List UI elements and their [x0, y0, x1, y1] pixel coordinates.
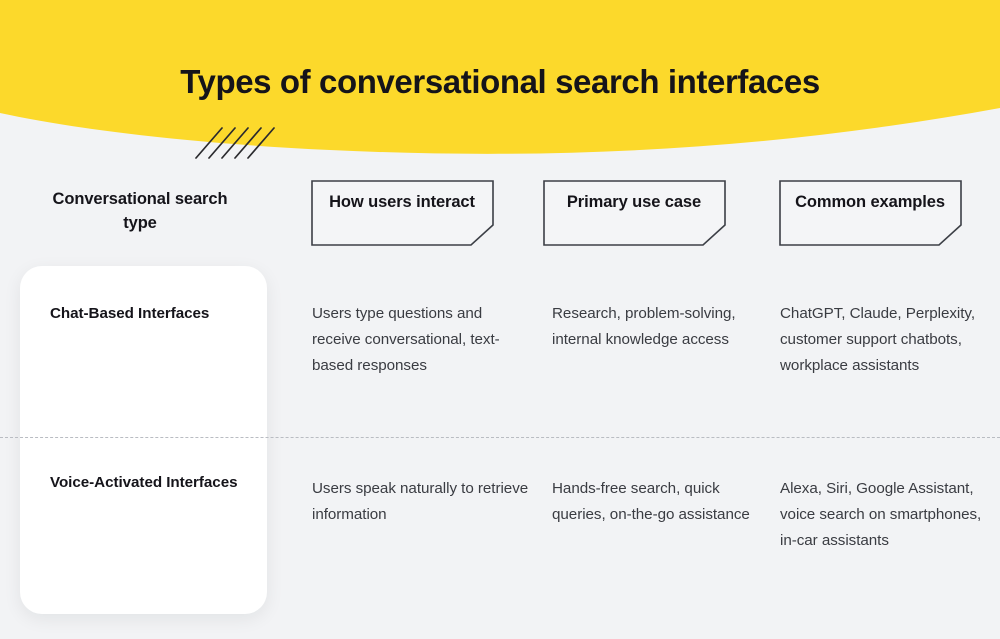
page-title: Types of conversational search interface…: [180, 63, 820, 101]
table-row-2-examples: Alexa, Siri, Google Assistant, voice sea…: [780, 480, 982, 550]
table-row-1-interaction: Users type questions and receive convers…: [312, 305, 500, 375]
table-row-1-use-case: Research, problem-solving, internal know…: [552, 305, 736, 349]
banner-shape: [0, 0, 1000, 154]
column-header-label: How users interact: [329, 193, 475, 211]
table-row-1-type: Chat-Based Interfaces: [50, 305, 210, 322]
notched-box-shape: [543, 180, 726, 246]
column-header-label: Primary use case: [566, 193, 702, 211]
table-row-2-interaction: Users speak naturally to retrieve inform…: [312, 480, 529, 524]
notched-box-shape: [779, 180, 962, 246]
column-header-conversational-search-type: Conversational search type: [52, 190, 228, 232]
header-banner: [0, 0, 1000, 160]
column-header-common-examples: Common examples: [779, 180, 962, 246]
row-separator: [0, 437, 1000, 438]
table-row-2-type: Voice-Activated Interfaces: [50, 474, 238, 491]
table-row-1-examples: ChatGPT, Claude, Perplexity, customer su…: [780, 305, 975, 375]
table-header-row: Conversational search type How users int…: [0, 180, 1000, 250]
type-column-card: [20, 266, 267, 614]
table-row-2-use-case: Hands-free search, quick queries, on-the…: [552, 480, 750, 524]
column-header-primary-use-case: Primary use case: [543, 180, 726, 246]
diagonal-slashes-icon: [190, 118, 280, 168]
notched-box-shape: [311, 180, 494, 246]
column-header-label: Common examples: [795, 193, 945, 211]
column-header-how-users-interact: How users interact: [311, 180, 494, 246]
